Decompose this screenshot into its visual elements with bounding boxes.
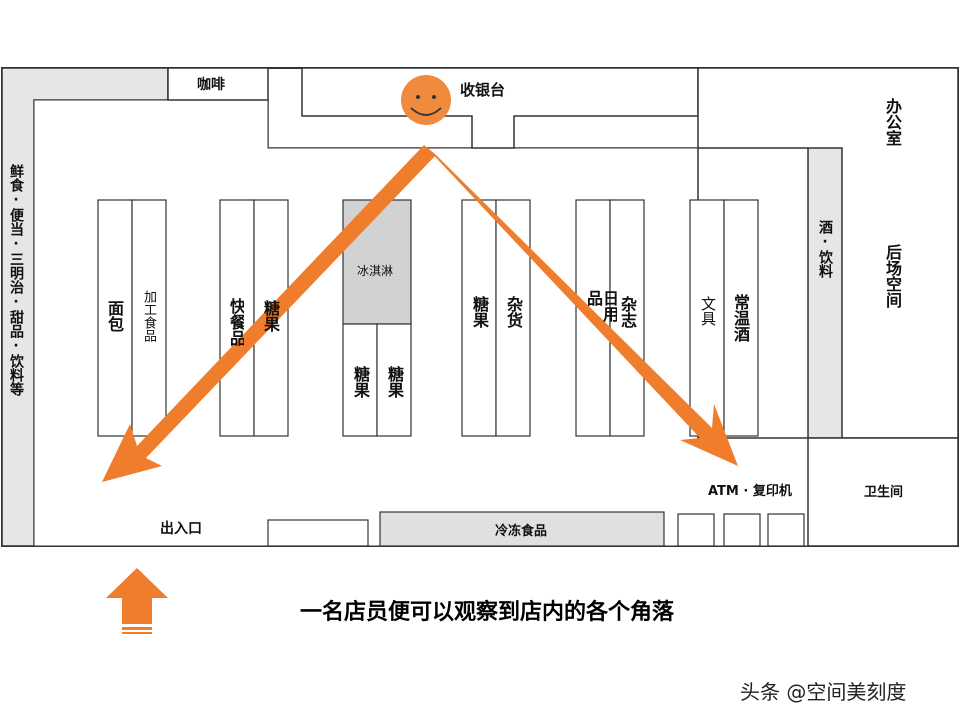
shelf-fast-food [219,199,255,437]
label-candy-2: 糖果 [351,366,370,398]
shelf-bread [97,199,133,437]
label-candy-1: 糖果 [261,300,280,332]
label-entrance: 出入口 [160,521,202,537]
label-room-temp-liquor: 常温酒 [731,294,750,342]
label-frozen-food: 冷冻食品 [495,524,548,539]
label-coffee: 咖啡 [197,77,225,93]
atm-unit-1 [677,513,715,547]
label-magazines: 杂志 [618,296,637,328]
counter-bottom [267,519,369,547]
label-ice-cream: 冰淇淋 [357,264,394,278]
shelf-room-temp-liquor [723,199,759,437]
label-candy-4: 糖果 [470,296,489,328]
label-backroom: 后场空间 [883,244,902,308]
watermark: 头条 @空间美刻度 [740,680,907,704]
label-restroom: 卫生间 [864,485,904,500]
atm-unit-2 [723,513,761,547]
frozen-food-case [379,511,665,547]
shelf-magazines [609,199,645,437]
label-atm-copier: ATM · 复印机 [708,484,792,499]
copier-unit [767,513,805,547]
caption: 一名店员便可以观察到店内的各个角落 [300,600,675,625]
label-bread: 面包 [105,300,124,332]
sightline-arrow-right [424,145,738,466]
coffee-area [167,67,269,101]
label-stationery: 文具 [699,296,717,326]
liquor-drinks-fridge [807,147,843,439]
shelf-candy-3 [376,323,412,437]
shelf-stationery [689,199,725,437]
label-office: 办公室 [883,98,902,146]
shelf-candy-2 [342,323,378,437]
label-processed-food: 加工食品 [141,290,156,342]
label-fast-food: 快餐品 [228,298,244,346]
label-fresh-food-wall: 鲜食·便当·三明治·甜品·饮料等 [8,164,24,396]
label-liquor-drinks: 酒·饮料 [817,220,833,278]
restroom [807,437,959,547]
label-daily-goods: 日用品 [585,290,617,322]
sightline-arrows [102,145,738,482]
sightline-arrow-left [102,145,435,482]
label-candy-3: 糖果 [385,366,404,398]
shelf-ice-cream [342,199,412,325]
label-cashier: 收银台 [460,81,506,99]
smiley-face-icon [401,75,451,125]
up-arrow-icon [106,568,168,634]
label-groceries: 杂货 [504,296,523,328]
